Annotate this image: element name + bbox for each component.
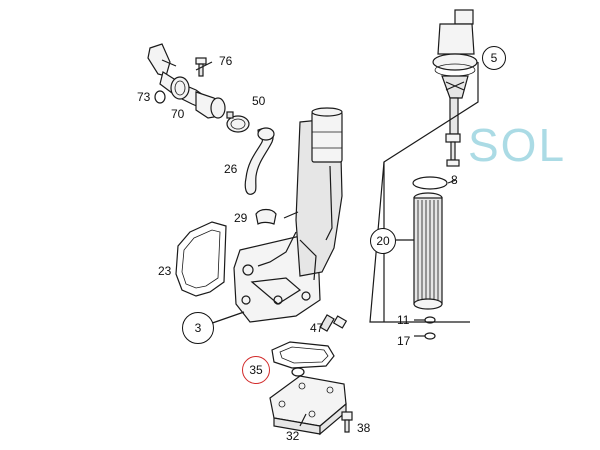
filter-cap-5-drawing [432, 9, 478, 167]
part-label-50: 50 [252, 94, 266, 108]
part-label-32: 32 [286, 429, 300, 443]
oil-filter-housing-drawing [233, 107, 343, 323]
part-label-47: 47 [310, 321, 324, 335]
part-label-70: 70 [171, 107, 185, 121]
pipe-assembly-drawing [147, 43, 226, 119]
o-ring-17-drawing [424, 332, 436, 340]
filter-element-20-drawing [413, 192, 443, 310]
o-ring-73-drawing [154, 90, 166, 104]
part-label-26: 26 [224, 162, 238, 176]
bolt-38-drawing [341, 411, 353, 433]
part-label-17: 17 [397, 334, 411, 348]
oil-cooler-32-drawing [269, 375, 347, 436]
o-ring-8-drawing [412, 176, 448, 190]
clamp-50-drawing [226, 111, 250, 133]
part-label-8: 8 [451, 173, 458, 187]
part-label-76: 76 [219, 54, 233, 68]
part-label-29: 29 [234, 211, 248, 225]
bolt-76-drawing [195, 57, 207, 77]
hose-26-drawing [244, 127, 275, 195]
gasket-23-drawing [175, 221, 227, 297]
part-callout-20: 20 [370, 228, 396, 254]
clip-29-drawing [255, 208, 277, 225]
watermark-logo: SOL [468, 119, 567, 171]
part-callout-35-highlighted: 35 [242, 356, 270, 384]
part-label-11: 11 [397, 313, 410, 327]
part-label-38: 38 [357, 421, 371, 435]
part-label-23: 23 [158, 264, 172, 278]
bolt-47-drawing [319, 314, 348, 332]
gasket-35-drawing [271, 341, 335, 377]
part-callout-5: 5 [482, 46, 506, 70]
part-callout-3: 3 [182, 312, 214, 344]
part-label-73: 73 [137, 90, 151, 104]
